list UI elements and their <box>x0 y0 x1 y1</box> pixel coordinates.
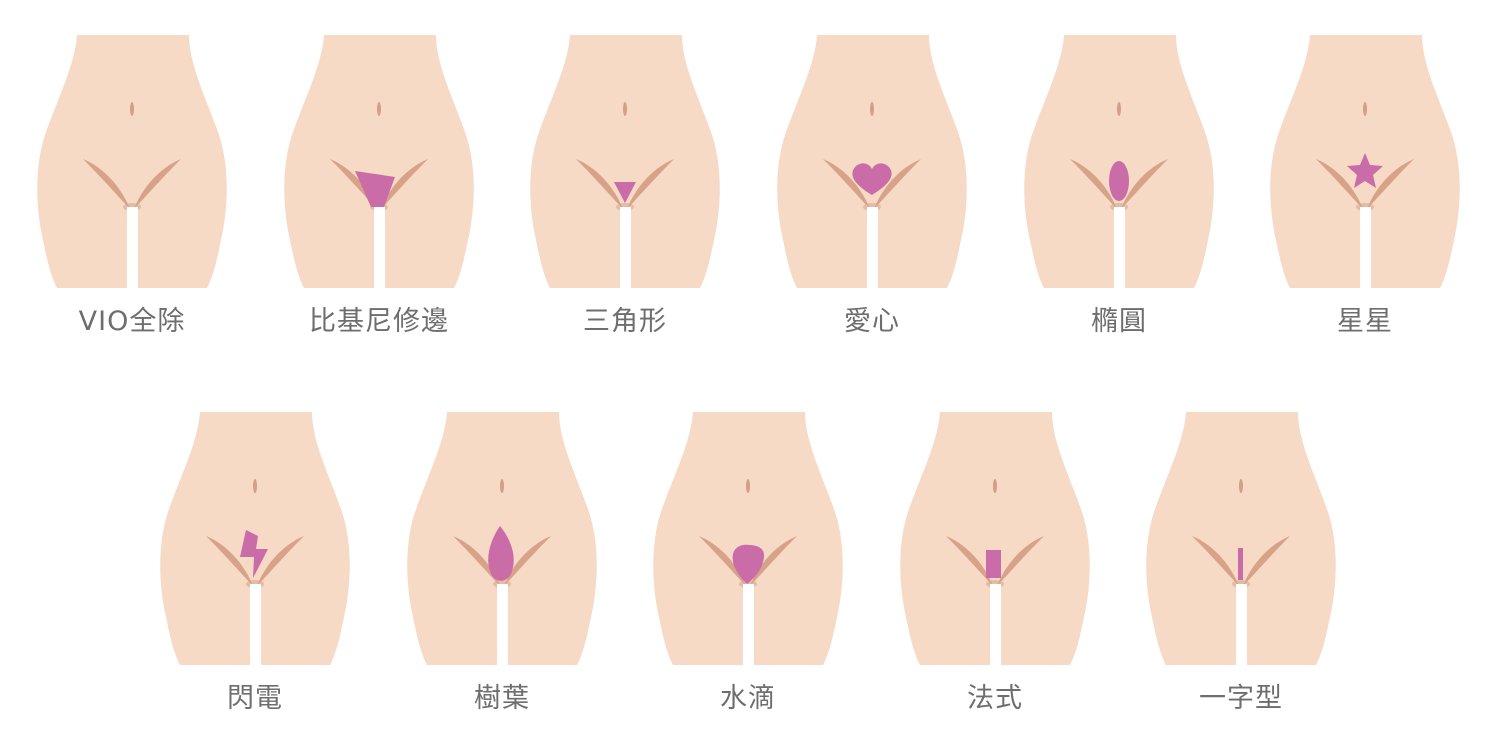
style-card-rect: 法式 <box>900 412 1090 722</box>
navel <box>870 102 874 116</box>
style-label: 比基尼修邊 <box>309 306 449 337</box>
leg-gap <box>1360 207 1371 290</box>
navel <box>746 479 750 493</box>
body-figure <box>1024 35 1214 290</box>
heart-shape <box>852 163 892 195</box>
leg-gap <box>127 207 138 290</box>
style-label: 三角形 <box>583 306 667 337</box>
leg-gap <box>867 207 878 290</box>
body-figure <box>284 35 474 290</box>
navel <box>1239 479 1243 493</box>
body-figure <box>160 412 350 667</box>
style-label: 愛心 <box>844 306 900 337</box>
navel <box>500 479 504 493</box>
leg-gap <box>374 207 385 290</box>
body-silhouette <box>653 412 843 665</box>
star-shape <box>1347 153 1383 188</box>
navel <box>377 102 381 116</box>
oval-shape <box>1109 161 1129 201</box>
body-figure <box>900 412 1090 667</box>
body-silhouette <box>900 412 1090 665</box>
style-card-star: 星星 <box>1270 35 1460 345</box>
lightning-shape <box>240 530 268 578</box>
body-silhouette <box>1146 412 1336 665</box>
navel <box>1117 102 1121 116</box>
style-card-none: VIO全除 <box>37 35 227 345</box>
leaf-shape <box>488 526 514 581</box>
style-card-leaf: 樹葉 <box>407 412 597 722</box>
body-figure <box>530 35 720 290</box>
triangle-shape <box>614 182 636 203</box>
leg-gap <box>1236 584 1247 667</box>
style-label: 星星 <box>1337 306 1393 337</box>
style-card-triangle: 三角形 <box>530 35 720 345</box>
style-card-bikini: 比基尼修邊 <box>284 35 474 345</box>
navel <box>253 479 257 493</box>
body-silhouette <box>530 35 720 288</box>
style-label: 樹葉 <box>474 683 530 714</box>
style-card-lightning: 閃電 <box>160 412 350 722</box>
leg-gap <box>250 584 261 667</box>
body-silhouette <box>284 35 474 288</box>
style-label: 閃電 <box>227 683 283 714</box>
style-label: VIO全除 <box>78 306 186 337</box>
rect-shape <box>986 550 1001 578</box>
style-card-oval: 橢圓 <box>1024 35 1214 345</box>
body-figure <box>653 412 843 667</box>
leg-gap <box>497 584 508 667</box>
line-shape <box>1238 548 1243 580</box>
body-silhouette <box>777 35 967 288</box>
leg-gap <box>990 584 1001 667</box>
navel <box>1363 102 1367 116</box>
leg-gap <box>620 207 631 290</box>
bikini-shape <box>355 171 395 207</box>
body-silhouette <box>37 35 227 288</box>
body-figure <box>1146 412 1336 667</box>
drop-shape <box>732 544 765 584</box>
body-figure <box>37 35 227 290</box>
leg-gap <box>743 584 754 667</box>
navel <box>130 102 134 116</box>
navel <box>993 479 997 493</box>
style-label: 一字型 <box>1199 683 1283 714</box>
body-figure <box>407 412 597 667</box>
style-label: 水滴 <box>720 683 776 714</box>
body-figure <box>1270 35 1460 290</box>
style-card-drop: 水滴 <box>653 412 843 722</box>
navel <box>623 102 627 116</box>
style-card-heart: 愛心 <box>777 35 967 345</box>
style-label: 橢圓 <box>1091 306 1147 337</box>
style-card-line: 一字型 <box>1146 412 1336 722</box>
body-figure <box>777 35 967 290</box>
leg-gap <box>1114 207 1125 290</box>
style-label: 法式 <box>967 683 1023 714</box>
